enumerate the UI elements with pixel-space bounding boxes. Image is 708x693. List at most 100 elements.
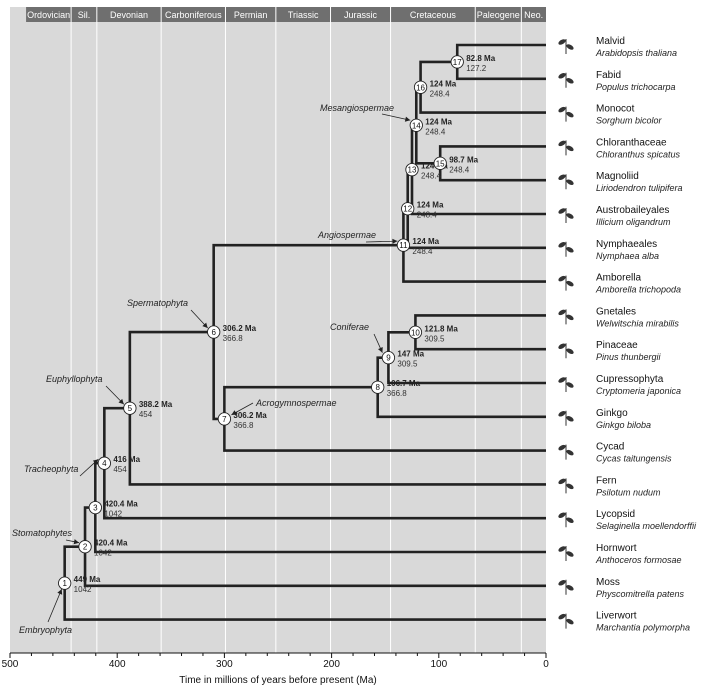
tree-branch [128,330,214,409]
node-circle [123,401,137,415]
node-number: 12 [403,205,412,214]
node-alt-age: 366.8 [233,421,254,430]
era-label: Carboniferous [165,10,222,20]
node-number: 16 [416,83,425,92]
node-number: 8 [375,383,380,392]
leaf-icon [566,348,574,354]
leaf-icon [558,377,566,383]
leaf-icon [558,444,566,451]
axis-tick-label: 0 [543,659,549,670]
axis-tick-label: 500 [2,659,19,670]
leaf-icon [566,111,574,118]
era-label: Triassic [288,10,319,20]
era-label: Neo. [524,10,543,20]
tree-branch [414,125,441,165]
node-age-estimate: 124 Ma [417,201,444,210]
taxon-name: Cycad [596,442,624,453]
tree-branches [63,43,546,621]
taxon-species: Sorghum bicolor [596,116,663,126]
node-age-estimate: 147 Ma [397,350,424,359]
clade-arrowhead [57,589,63,595]
node-circle [408,325,423,339]
node-alt-age: 248.4 [421,172,442,181]
node-circle [401,202,415,216]
tree-branch [63,545,86,584]
leaf-icon [558,580,566,586]
leaf-icon [566,449,574,456]
taxon-name: Gnetales [596,306,636,317]
leaf-icon [558,208,566,214]
node-number: 14 [412,121,421,130]
node-number: 3 [93,504,98,513]
taxon-name: Malvid [596,36,625,47]
node-alt-age: 248.4 [425,127,446,136]
node-age-estimate: 98.7 Ma [449,155,478,164]
node-circle [97,456,111,470]
node-alt-age: 309.5 [397,360,418,369]
era-label: Permian [234,10,268,20]
taxon-name: Amborella [596,273,641,284]
node-alt-age: 248.4 [449,165,470,174]
taxon-species: Welwitschia mirabilis [596,318,679,328]
leaf-icon [558,411,566,417]
clade-label: Mesangiospermae [320,103,394,113]
tree-branch [419,87,546,114]
taxon-name: Austrobaileyales [596,205,669,216]
taxon-name: Ginkgo [596,408,628,419]
node-circle [433,156,447,170]
taxon-species: Pinus thunbergii [596,352,662,362]
leaf-icon [566,314,574,321]
leaf-icon [558,106,566,113]
taxon-name: Cupressophyta [596,374,664,385]
clade-label: Embryophyta [19,625,72,635]
clade-arrowhead [377,347,383,353]
node-number: 11 [399,241,408,250]
taxon-species: Selaginella moellendorffii [596,521,697,531]
node-number: 4 [102,459,107,468]
node-age-estimate: 420.4 Ma [104,500,138,509]
era-band [225,7,276,22]
node-number: 1 [62,579,67,588]
leaf-icon [566,382,574,388]
leaf-icon [558,613,566,620]
leaf-icon [558,242,566,248]
node-age-estimate: 124 Ma [412,237,439,246]
leaf-icon [566,551,574,557]
taxon-name: Nymphaeales [596,239,657,250]
taxon-species: Physcomitrella patens [596,589,685,599]
taxon-species: Populus trichocarpa [596,82,676,92]
leaf-icon [558,546,566,552]
leaf-icon [558,39,566,45]
node-age-estimate: 449 Ma [74,575,101,584]
era-label: Sil. [78,10,91,20]
tree-branch [128,408,546,486]
taxon-species: Psilotum nudum [596,487,661,497]
taxon-species: Cycas taitungensis [596,454,672,464]
taxon-species: Ginkgo biloba [596,420,651,430]
leaf-icon [566,585,574,591]
node-age-estimate: 416 Ma [113,455,140,464]
tree-branch [410,169,546,216]
leaf-icon [566,145,574,152]
node-circle [450,55,464,69]
era-band [390,7,476,22]
era-band [26,7,72,22]
node-age-estimate: 106.7 Ma [387,379,421,388]
node-number: 10 [411,328,420,337]
leaf-icon [566,247,574,253]
node-number: 15 [436,159,445,168]
taxon-species: Illicium oligandrum [596,217,671,227]
node-age-estimate: 306.2 Ma [233,411,267,420]
node-circle [371,380,385,394]
era-label: Ordovician [27,10,70,20]
